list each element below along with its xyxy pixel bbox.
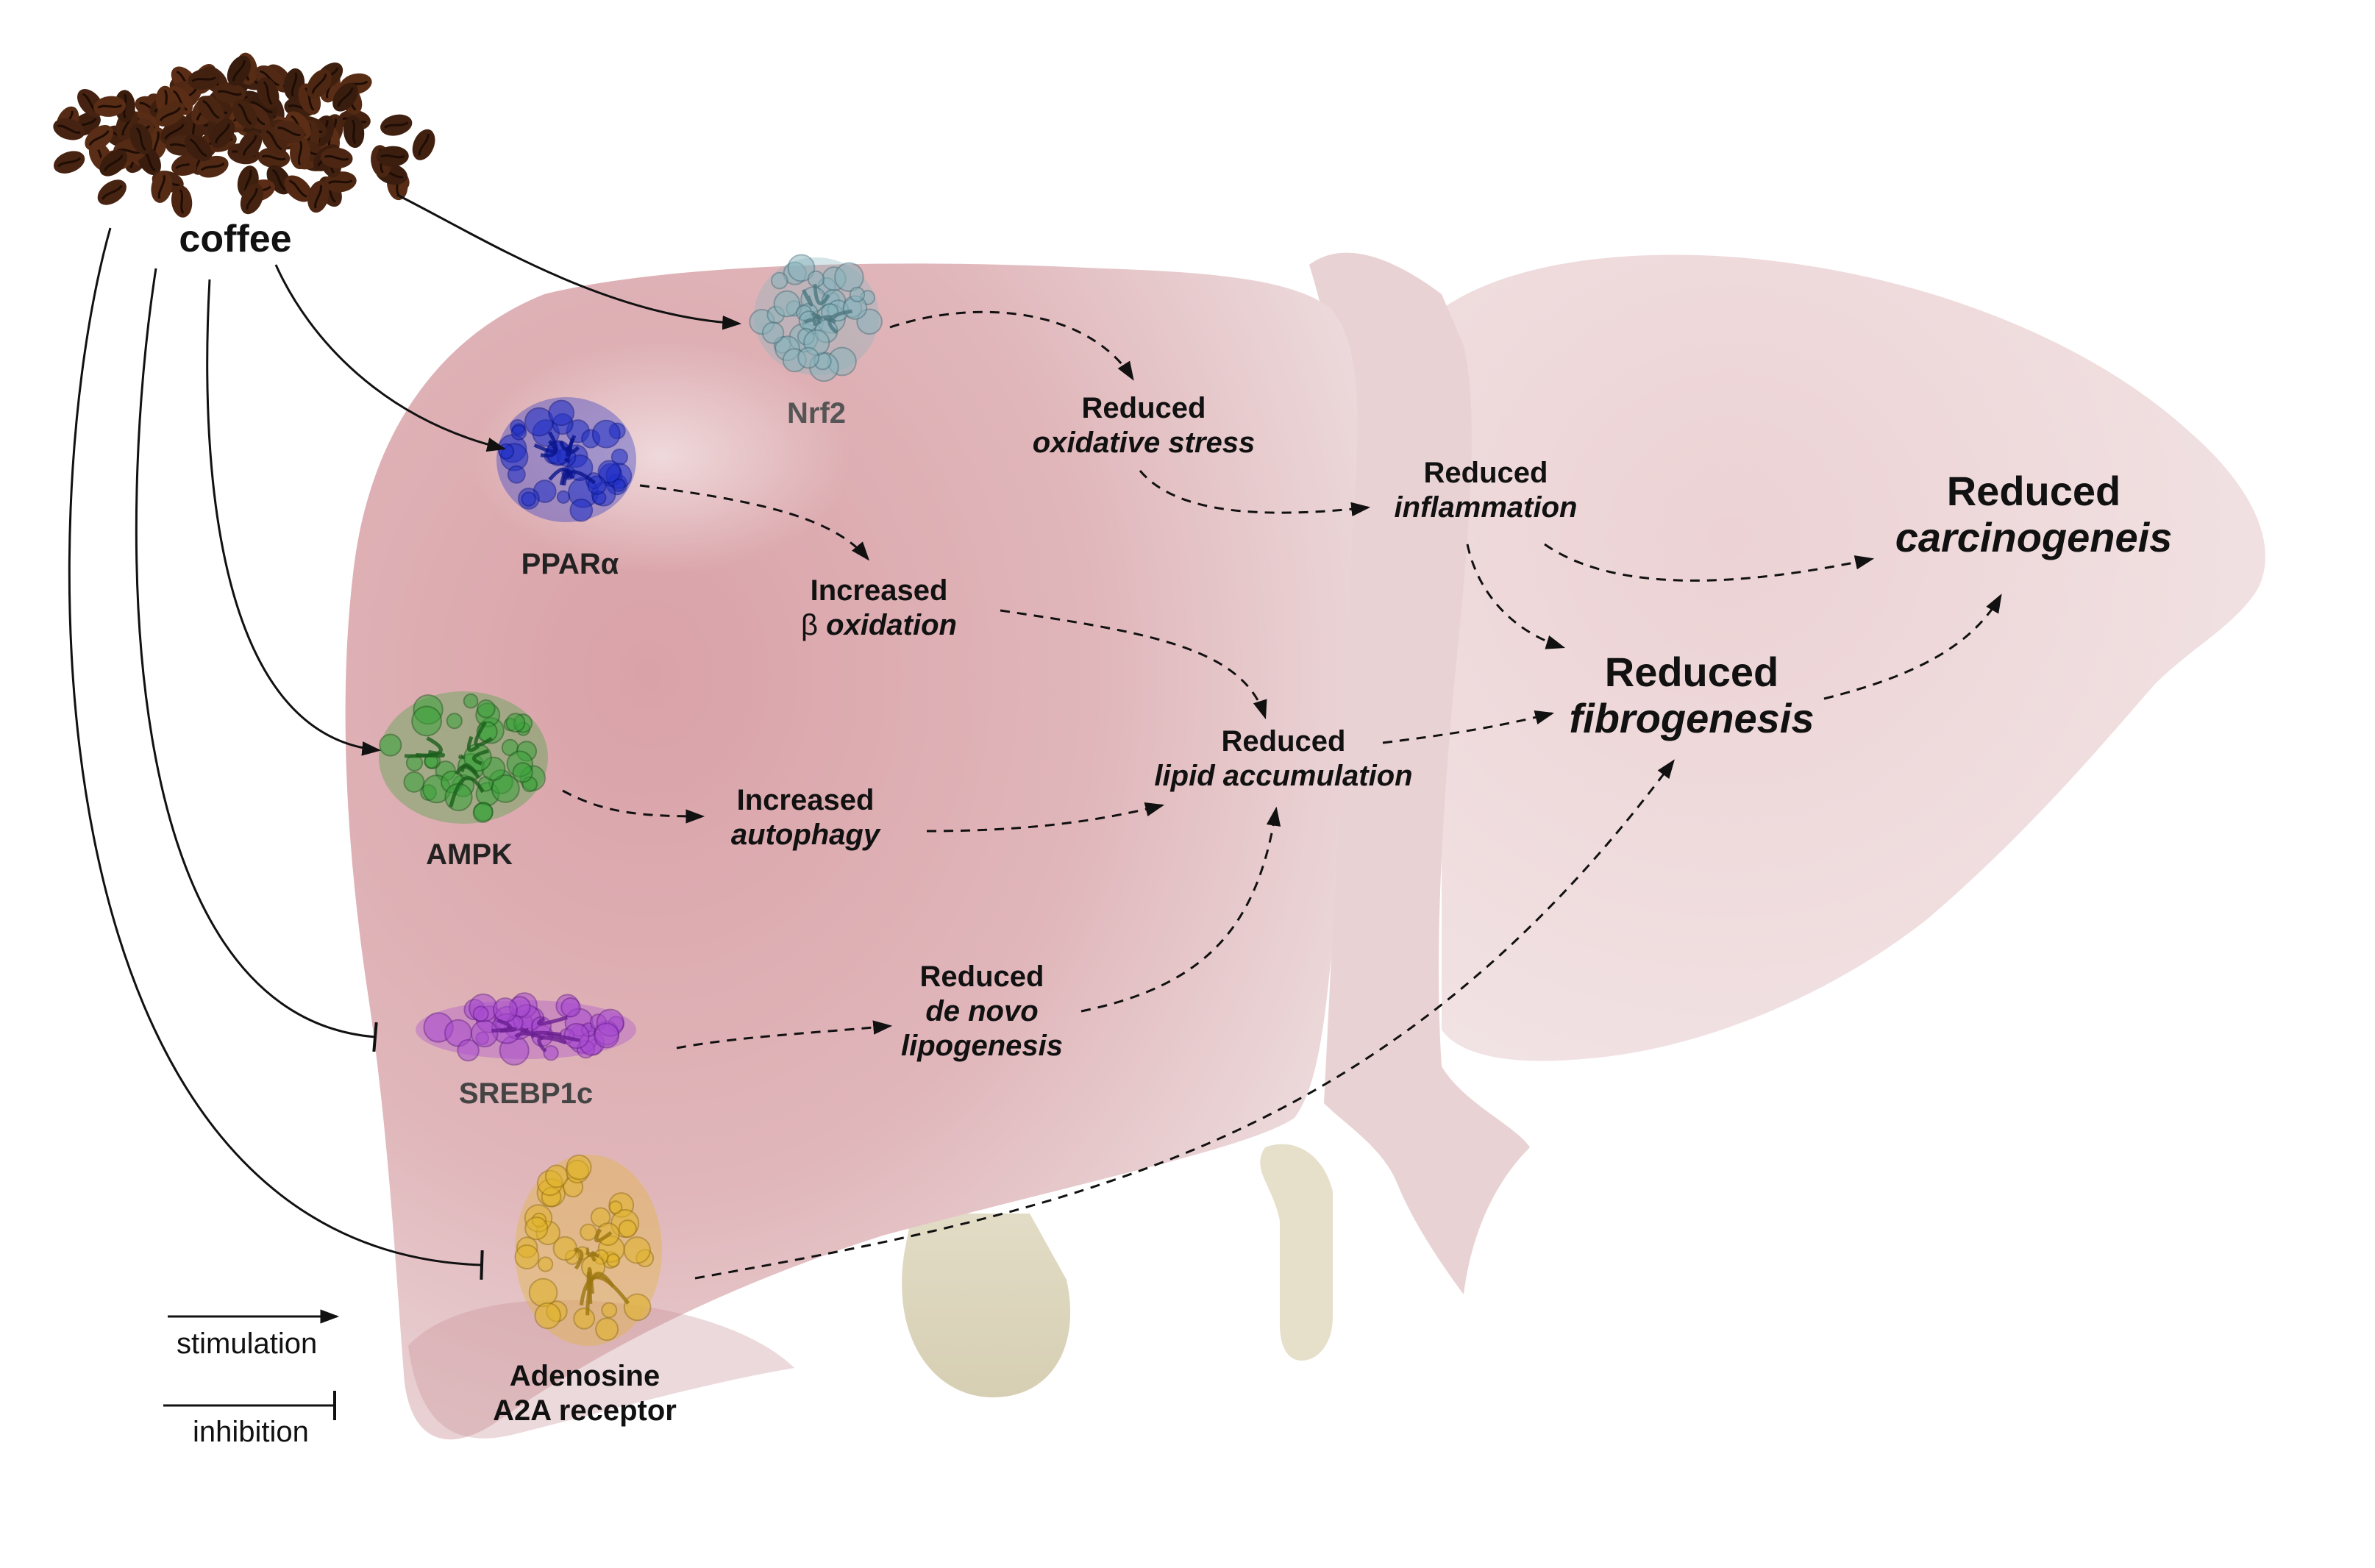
coffee-bean: [284, 175, 313, 202]
coffee-bean: [155, 101, 185, 127]
effect-lipogenesis: Reduced de novo lipogenesis: [900, 961, 1064, 1063]
coffee-bean: [210, 118, 235, 149]
coffee-bean: [412, 129, 435, 160]
coffee-bean: [332, 82, 358, 112]
arrow-coffee-ampk: [206, 279, 382, 756]
coffee-bean: [376, 146, 409, 167]
arrow-beta-oxidation-lipid: [1000, 609, 1267, 720]
arrow-nrf2-oxidative-stress: [889, 310, 1134, 381]
arrow-ppara-beta-oxidation: [639, 484, 870, 561]
coffee-bean: [197, 96, 225, 124]
coffee-bean: [151, 171, 173, 203]
protein-structures: [379, 254, 883, 1346]
protein-structure-ppara: [496, 397, 636, 522]
effect-inflammation: Reduced inflammation: [1394, 457, 1578, 524]
coffee-bean: [240, 183, 264, 215]
arrow-coffee-ppara: [274, 264, 507, 452]
coffee-bean: [97, 179, 127, 205]
coffee-bean: [289, 137, 311, 170]
gallbladder: [902, 1144, 1333, 1397]
coffee-bean: [188, 68, 220, 90]
protein-label-ampk: AMPK: [426, 838, 513, 871]
protein-structure-ampk: [379, 691, 548, 824]
coffee-bean: [93, 96, 127, 117]
arrow-coffee-nrf2: [396, 193, 742, 330]
coffee-bean: [257, 77, 279, 109]
arrow-inflammation-carcinogenesis: [1544, 543, 1875, 582]
coffee-bean: [99, 149, 128, 177]
legend-inhibition-label: inhibition: [193, 1416, 309, 1448]
coffee-bean: [171, 185, 193, 218]
protein-label-a2a: Adenosine A2A receptor: [493, 1360, 677, 1428]
coffee-label: coffee: [179, 218, 292, 260]
coffee-bean: [53, 118, 85, 140]
liver-highlight: [471, 338, 853, 574]
coffee-bean: [273, 120, 305, 143]
coffee-bean: [238, 130, 263, 160]
arrow-lipogenesis-lipid: [1080, 806, 1281, 1013]
coffee-bean: [196, 155, 229, 178]
liver-lower-shadow: [408, 1300, 794, 1439]
arrow-oxidative-stress-inflammation: [1139, 470, 1371, 517]
coffee-bean: [184, 134, 212, 162]
protein-structure-srebp1c: [416, 992, 636, 1066]
coffee-connectors: [68, 193, 742, 1280]
coffee-bean: [232, 99, 257, 129]
inhibit-coffee-a2a: [68, 227, 484, 1280]
effect-connectors: [562, 310, 2002, 1280]
coffee-bean: [380, 114, 413, 136]
protein-label-ppara: PPARα: [521, 548, 619, 580]
effect-oxidative-stress: Reduced oxidative stress: [1032, 392, 1256, 460]
coffee-bean: [320, 147, 353, 168]
arrow-fibrogenesis-carcinogenesis: [1823, 594, 2002, 700]
coffee-beans-image: [53, 52, 435, 218]
coffee-bean: [53, 151, 85, 174]
coffee-bean: [307, 69, 332, 99]
coffee-bean: [213, 82, 246, 104]
arrow-lipid-fibrogenesis: [1382, 710, 1555, 744]
arrow-autophagy-lipid: [926, 802, 1165, 833]
effect-beta-oxidation: Increased β oxidation: [801, 574, 957, 642]
coffee-bean: [343, 115, 365, 149]
effect-autophagy: Increased autophagy: [730, 784, 880, 852]
legend: [163, 1309, 340, 1420]
arrow-ampk-autophagy: [562, 789, 705, 824]
inhibit-coffee-srebp1c: [135, 268, 378, 1052]
coffee-bean: [85, 125, 114, 151]
protein-structure-a2a: [514, 1154, 662, 1346]
effect-carcinogenesis: Reduced carcinogeneis: [1895, 468, 2173, 560]
coffee-bean: [307, 180, 330, 213]
effect-fibrogenesis: Reduced fibrogenesis: [1569, 649, 1815, 741]
coffee-bean: [227, 55, 252, 86]
protein-structure-nrf2: [749, 254, 883, 382]
effect-lipid-accumulation: Reduced lipid accumulation: [1154, 725, 1413, 793]
liver-right-lobe: [1442, 254, 2265, 1061]
protein-label-srebp1c: SREBP1c: [458, 1077, 594, 1110]
arrow-inflammation-fibrogenesis: [1466, 544, 1566, 649]
legend-stimulation-label: stimulation: [177, 1328, 318, 1360]
arrow-a2a-fibrogenesis: [694, 759, 1675, 1280]
coffee-bean: [129, 123, 153, 154]
arrow-srebp1c-lipogenesis: [676, 1020, 893, 1050]
protein-label-nrf2: Nrf2: [786, 397, 847, 430]
